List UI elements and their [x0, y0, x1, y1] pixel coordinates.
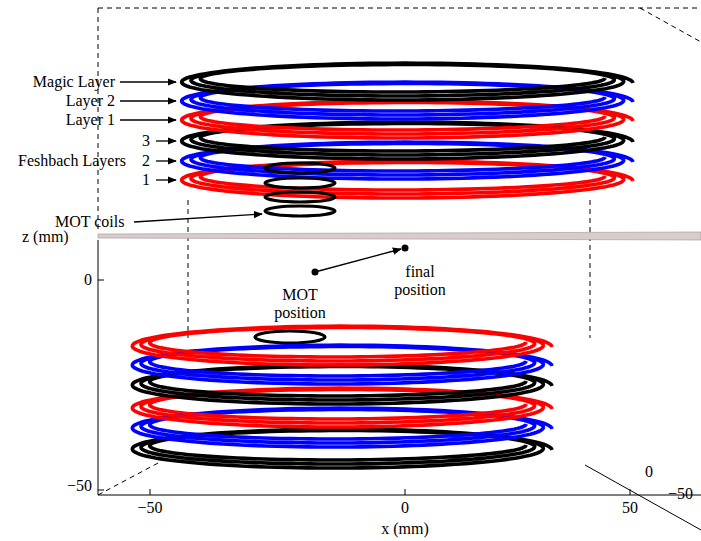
plane	[98, 232, 701, 240]
tick-label: 50	[622, 499, 638, 517]
axis-title: z (mm)	[22, 228, 69, 246]
layer-number: 3	[142, 132, 150, 150]
tick-label: 0	[84, 271, 92, 289]
leader-line	[156, 140, 176, 141]
tick	[98, 490, 104, 491]
tick	[150, 489, 151, 495]
y-axis	[585, 465, 701, 530]
axis-title: x (mm)	[381, 520, 429, 538]
tick-label: −50	[67, 477, 92, 495]
mot-coil-turn	[265, 206, 335, 216]
tick-label: −50	[137, 499, 162, 517]
mot-coil-lower	[255, 331, 325, 343]
box-edge	[590, 200, 591, 338]
leader-line	[156, 160, 176, 161]
mot-coil-upper	[265, 163, 335, 216]
leader-line	[134, 214, 262, 222]
leader-lines	[120, 82, 401, 272]
leader-line	[120, 119, 176, 120]
leader-line	[120, 81, 176, 82]
box-edge	[98, 8, 701, 9]
box-edge	[640, 8, 701, 42]
box-edge	[98, 462, 160, 495]
position-label: final position	[384, 263, 456, 300]
leader-line	[120, 100, 176, 101]
layer-number: 1	[142, 171, 150, 189]
layer-number: 2	[142, 152, 150, 170]
tick-label: 0	[401, 499, 409, 517]
mot-position-dot	[312, 269, 319, 276]
x-axis	[98, 495, 701, 496]
layer-label: Layer 2	[66, 92, 115, 110]
tick	[405, 489, 406, 495]
tick-label: −50	[668, 485, 693, 503]
tick	[98, 280, 104, 281]
coil-layer	[182, 63, 633, 100]
leader-line	[156, 179, 176, 180]
tick-label: 0	[645, 463, 653, 481]
bounding-box	[98, 8, 701, 530]
box-edge	[188, 200, 189, 338]
group-label: Feshbach Layers	[18, 152, 126, 170]
tick	[630, 489, 631, 495]
lower-coil-stack	[132, 326, 552, 468]
mot-coil-turn	[265, 178, 335, 188]
layer-label: Layer 1	[66, 111, 115, 129]
motion-arrow	[315, 249, 401, 272]
upper-coil-stack	[182, 63, 633, 198]
position-label: MOT position	[264, 286, 336, 323]
final-position-dot	[402, 245, 409, 252]
mot-coil-turn	[255, 331, 325, 343]
coil-layer	[132, 326, 552, 365]
layer-label: Magic Layer	[33, 73, 115, 91]
mot-coil-turn	[265, 163, 335, 173]
z-axis	[98, 240, 99, 495]
mot-coil-turn	[265, 192, 335, 202]
